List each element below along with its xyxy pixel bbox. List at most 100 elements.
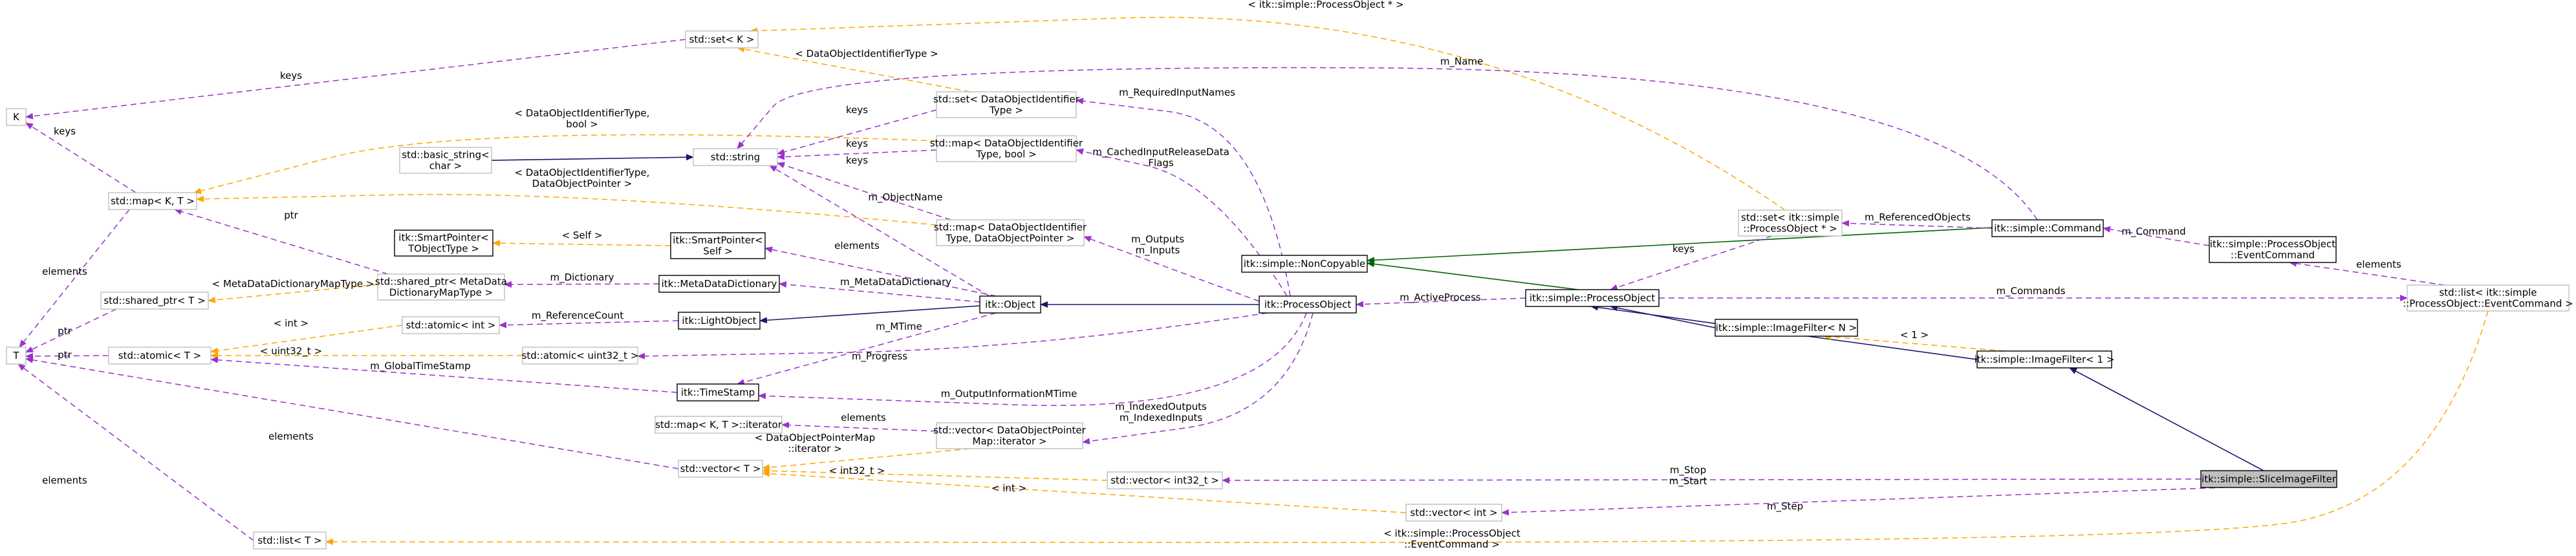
class-node-box[interactable] <box>100 292 209 310</box>
class-node-image-filter-1[interactable]: itk::simple::ImageFilter< 1 > <box>1975 350 2115 369</box>
class-node-box[interactable] <box>253 531 327 550</box>
class-node-meta-dict[interactable]: itk::MetaDataDictionary <box>658 275 780 293</box>
class-node-box[interactable] <box>2209 236 2337 263</box>
edge-process-object-to-process-object-itk <box>1356 297 1526 308</box>
edge-timestamp-to-atomic-T <box>210 356 678 393</box>
class-node-list-T[interactable]: std::list< T > <box>253 531 327 550</box>
class-node-process-object[interactable]: itk::simple::ProcessObject <box>1525 289 1660 307</box>
class-node-box[interactable] <box>377 273 505 301</box>
class-node-box[interactable] <box>1525 289 1660 307</box>
class-node-box[interactable] <box>1107 471 1223 489</box>
class-node-box[interactable] <box>6 347 27 365</box>
class-node-box[interactable] <box>399 147 492 174</box>
class-node-vector-int[interactable]: std::vector< int > <box>1405 504 1502 522</box>
class-node-set-proc-ptr[interactable]: std::set< itk::simple::ProcessObject * > <box>1738 209 1843 237</box>
class-node-box[interactable] <box>693 148 778 166</box>
class-node-vector-int32[interactable]: std::vector< int32_t > <box>1107 471 1223 489</box>
class-node-label: T <box>12 350 19 361</box>
class-node-box[interactable] <box>108 192 197 210</box>
class-node-label: Map::iterator > <box>973 436 1047 447</box>
class-node-label: std::vector< int32_t > <box>1110 475 1219 487</box>
edge-basic-string-to-string <box>491 154 694 161</box>
class-node-box[interactable] <box>1259 295 1357 314</box>
class-node-command[interactable]: itk::simple::Command <box>1991 219 2104 237</box>
class-node-label: std::string <box>711 151 760 163</box>
edge-map-KT-to-T <box>19 209 130 348</box>
class-node-box[interactable] <box>1976 350 2112 369</box>
class-node-box[interactable] <box>655 416 783 434</box>
class-node-slice-image-filter[interactable]: itk::simple::SliceImageFilter <box>2200 470 2337 488</box>
class-node-map-KT[interactable]: std::map< K, T > <box>108 192 197 210</box>
class-node-label: std::set< itk::simple <box>1741 212 1839 224</box>
edge-list-T-to-T <box>17 363 254 541</box>
class-node-box[interactable] <box>936 91 1077 118</box>
class-node-box[interactable] <box>1405 504 1502 522</box>
class-node-box[interactable] <box>685 30 759 48</box>
class-node-label: ::EventCommand <box>2231 250 2315 261</box>
class-node-box[interactable] <box>394 230 493 257</box>
class-node-string[interactable]: std::string <box>693 148 778 166</box>
class-node-K[interactable]: K <box>6 108 27 126</box>
class-node-label: Type > <box>989 105 1023 116</box>
class-node-set-doid[interactable]: std::set< DataObjectIdentifierType > <box>933 91 1080 118</box>
class-node-timestamp[interactable]: itk::TimeStamp <box>676 383 759 401</box>
class-node-box[interactable] <box>6 108 27 126</box>
class-node-object[interactable]: itk::Object <box>979 295 1041 314</box>
class-node-list-event-command[interactable]: std::list< itk::simple::ProcessObject::E… <box>2403 284 2573 312</box>
class-node-box[interactable] <box>676 383 759 401</box>
class-node-box[interactable] <box>1241 255 1368 273</box>
class-node-box[interactable] <box>1715 319 1858 337</box>
class-node-box[interactable] <box>678 312 761 330</box>
class-node-label: itk::simple::NonCopyable <box>1244 258 1366 270</box>
edge-process-object-itk-to-set-doid <box>1076 98 1291 297</box>
class-node-process-object-itk[interactable]: itk::ProcessObject <box>1259 295 1357 314</box>
class-node-box[interactable] <box>1738 209 1843 237</box>
class-node-box[interactable] <box>2200 470 2337 488</box>
class-node-set-K[interactable]: std::set< K > <box>685 30 759 48</box>
class-node-box[interactable] <box>678 460 763 478</box>
class-node-label: std::map< DataObjectIdentifier <box>934 222 1087 233</box>
class-node-shared-ptr-T[interactable]: std::shared_ptr< T > <box>100 292 209 310</box>
class-node-light-object[interactable]: itk::LightObject <box>678 312 761 330</box>
class-node-map-iter[interactable]: std::map< K, T >::iterator <box>655 416 783 434</box>
class-node-smartptr-self[interactable]: itk::SmartPointer<Self > <box>670 232 766 259</box>
class-node-smartptr-T[interactable]: itk::SmartPointer<TObjectType > <box>394 230 493 257</box>
class-node-map-doid-bool[interactable]: std::map< DataObjectIdentifierType, bool… <box>930 135 1083 162</box>
edge-label: < MetaDataDictionaryMapType > <box>212 278 374 290</box>
edge-command-to-set-proc-ptr <box>1841 220 1993 229</box>
class-node-atomic-int[interactable]: std::atomic< int > <box>402 316 500 334</box>
class-node-image-filter-N[interactable]: itk::simple::ImageFilter< N > <box>1715 319 1858 337</box>
edge-set-doid-to-set-K <box>737 46 971 92</box>
class-node-atomic-T[interactable]: std::atomic< T > <box>108 347 211 365</box>
class-node-box[interactable] <box>936 219 1085 246</box>
class-node-atomic-uint32[interactable]: std::atomic< uint32_t > <box>522 347 639 365</box>
class-node-shared-ptr-meta[interactable]: std::shared_ptr< MetaDataDictionaryMapTy… <box>375 273 507 301</box>
class-node-box[interactable] <box>979 295 1041 314</box>
class-node-box[interactable] <box>670 232 766 259</box>
class-node-label: itk::LightObject <box>682 315 756 326</box>
class-node-basic-string[interactable]: std::basic_string<char > <box>399 147 492 174</box>
class-node-box[interactable] <box>658 275 780 293</box>
class-node-T[interactable]: T <box>6 347 27 365</box>
edge-label: elements <box>2356 259 2401 270</box>
class-node-vector-dop-iter[interactable]: std::vector< DataObjectPointerMap::itera… <box>933 422 1087 449</box>
edge-label: m_Progress <box>852 350 907 363</box>
class-node-label: itk::simple::ProcessObject <box>1530 292 1655 304</box>
class-node-box[interactable] <box>402 316 500 334</box>
edge-slice-image-filter-to-vector-int32 <box>1222 476 2202 484</box>
class-node-box[interactable] <box>936 135 1077 162</box>
class-node-vector-T[interactable]: std::vector< T > <box>678 460 763 478</box>
class-node-box[interactable] <box>1991 219 2104 237</box>
edge-label: < int > <box>991 482 1026 494</box>
edge-vector-dop-iter-to-vector-T <box>762 448 971 471</box>
class-node-noncopyable[interactable]: itk::simple::NonCopyable <box>1241 255 1368 273</box>
class-node-box[interactable] <box>2407 284 2570 312</box>
class-node-map-doid-ptr[interactable]: std::map< DataObjectIdentifierType, Data… <box>934 219 1087 246</box>
class-node-box[interactable] <box>522 347 638 365</box>
edge-label: elements <box>834 240 880 251</box>
class-node-box[interactable] <box>108 347 211 365</box>
class-node-event-command[interactable]: itk::simple::ProcessObject::EventCommand <box>2209 236 2337 263</box>
edge-label: m_Stop <box>1670 464 1706 476</box>
edge-label: < DataObjectIdentifierType, <box>515 167 650 178</box>
class-node-box[interactable] <box>936 422 1083 449</box>
